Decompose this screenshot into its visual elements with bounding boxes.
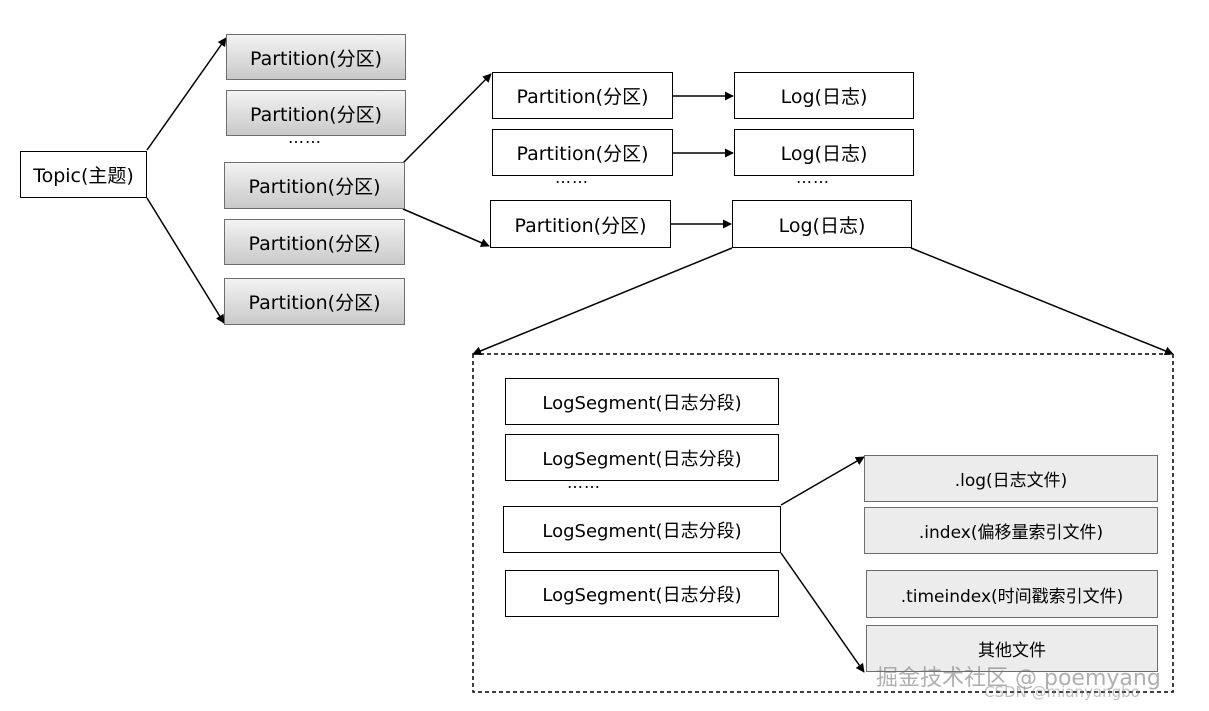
log-segment-node-2: LogSegment(日志分段) [505, 434, 779, 481]
log-node-2: Log(日志) [734, 129, 914, 176]
log-segment-label: LogSegment(日志分段) [542, 584, 742, 606]
file-label: 其他文件 [978, 641, 1046, 661]
watermark-main: 掘金技术社区 @ poemyang [876, 666, 1161, 691]
expanded-partition-node-2: Partition(分区) [492, 129, 673, 176]
partition-label: Partition(分区) [248, 176, 381, 198]
file-label: .log(日志文件) [954, 471, 1068, 491]
arrow-segment-to-file-bottom [780, 552, 865, 673]
partition-label: Partition(分区) [248, 232, 381, 255]
topic-node: Topic(主题) [20, 151, 147, 198]
log-segment-label: LogSegment(日志分段) [542, 392, 742, 414]
partition-label: Partition(分区) [516, 143, 649, 165]
file-node-other: 其他文件 [866, 625, 1158, 672]
expanded-partition-node-1: Partition(分区) [492, 72, 673, 119]
partition-label: Partition(分区) [249, 103, 382, 126]
partition-label: Partition(分区) [514, 214, 647, 237]
log-node-1: Log(日志) [734, 72, 914, 119]
arrow-topic-to-partition-bottom [146, 197, 225, 324]
ellipsis-logs: …… [796, 168, 830, 187]
ellipsis-left-partitions: …… [288, 128, 322, 147]
log-label: Log(日志) [780, 143, 868, 165]
arrow-segment-to-file-top [780, 456, 865, 506]
topic-label: Topic(主题) [33, 165, 134, 187]
arrow-log-expand-left [472, 247, 733, 356]
partition-node-4: Partition(分区) [224, 219, 405, 265]
ellipsis-segments: …… [567, 473, 601, 492]
log-segment-node-3: LogSegment(日志分段) [503, 506, 781, 553]
arrow-partition-expand-bottom [402, 208, 490, 247]
log-segment-container [472, 353, 1174, 693]
arrow-topic-to-partition-top [146, 37, 227, 151]
log-node-3: Log(日志) [732, 200, 912, 248]
file-node-timeindex: .timeindex(时间戳索引文件) [866, 570, 1158, 618]
watermark-sub: CSDN @mianyangbo [984, 683, 1140, 701]
file-label: .index(偏移量索引文件) [918, 523, 1104, 543]
file-label: .timeindex(时间戳索引文件) [900, 586, 1124, 607]
expanded-partition-node-3: Partition(分区) [490, 200, 671, 248]
file-node-index: .index(偏移量索引文件) [864, 507, 1158, 554]
partition-node-5: Partition(分区) [224, 278, 405, 325]
log-segment-node-1: LogSegment(日志分段) [505, 378, 779, 425]
partition-node-1: Partition(分区) [226, 34, 406, 80]
log-label: Log(日志) [780, 86, 868, 108]
arrow-partition-expand-top [402, 73, 492, 164]
partition-node-3: Partition(分区) [224, 162, 405, 209]
log-segment-label: LogSegment(日志分段) [542, 520, 742, 542]
ellipsis-mid-partitions: …… [555, 168, 589, 187]
log-segment-label: LogSegment(日志分段) [542, 448, 742, 470]
log-segment-node-4: LogSegment(日志分段) [505, 570, 779, 617]
file-node-log: .log(日志文件) [864, 455, 1158, 502]
log-label: Log(日志) [778, 214, 866, 237]
arrow-log-expand-right [910, 247, 1174, 356]
partition-label: Partition(分区) [249, 47, 382, 70]
partition-label: Partition(分区) [248, 292, 381, 314]
partition-label: Partition(分区) [516, 86, 649, 108]
partition-node-2: Partition(分区) [226, 90, 406, 136]
